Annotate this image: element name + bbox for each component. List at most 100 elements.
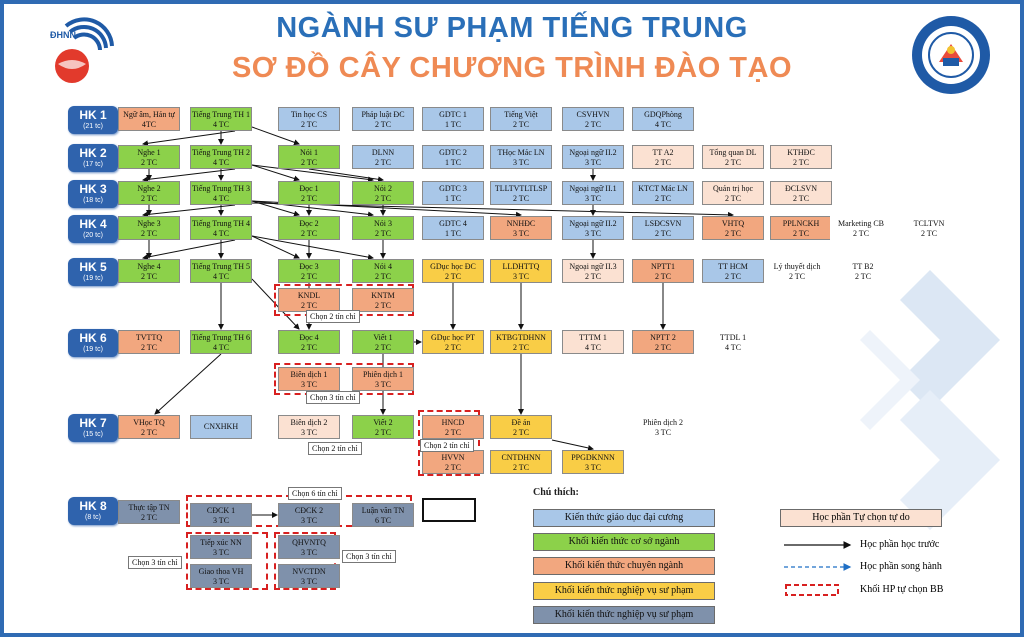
course-name: Ngoại ngữ II.1 [569, 184, 617, 193]
course-name: Nói 1 [300, 148, 318, 157]
course-credits: 4 TC [212, 272, 230, 281]
course-name: Đề án [511, 418, 531, 427]
legend-item-4: Khối kiến thức nghiệp vụ sư phạm [533, 582, 715, 600]
arrow-tt1-nghe1 [142, 130, 236, 147]
course-credits: 3 TC [584, 158, 602, 167]
course-credits: 4 TC [212, 120, 230, 129]
course-credits: 3 TC [212, 577, 230, 586]
course-credits: 2 TC [374, 343, 392, 352]
course-credits: 2 TC [140, 513, 158, 522]
course-name: PPLNCKH [782, 219, 820, 228]
course-name: Pháp luật ĐC [361, 110, 405, 119]
legend-item-5: Khối kiến thức nghiệp vụ sư phạm [533, 606, 715, 624]
course-credits: 3 TC [654, 428, 672, 437]
course-name: Đọc 4 [299, 333, 319, 342]
course-credits: 2 TC [300, 120, 318, 129]
legend-parallel: Học phần song hành [780, 560, 970, 574]
semester-credits: (19 tc) [83, 346, 103, 353]
course-name: GDTC 1 [439, 110, 467, 119]
course-credits: 2 TC [792, 229, 810, 238]
course-name: Đọc 2 [299, 219, 319, 228]
semester-label: HK 1 [79, 108, 107, 122]
course-credits: 3 TC [300, 577, 318, 586]
course-name: Giao thoa VH [198, 567, 244, 576]
course-credits: 2 TC [140, 194, 158, 203]
course-credits: 2 TC [920, 229, 938, 238]
course-credits: 2 TC [374, 428, 392, 437]
course-credits: 2 TC [654, 272, 672, 281]
course-name: Marketing CB [838, 219, 884, 228]
course-credits: 2 TC [140, 343, 158, 352]
course-name: KNTM [371, 291, 395, 300]
course-credits: 2 TC [374, 229, 392, 238]
course-name: Tiếng Trung TH 5 [191, 262, 251, 271]
course-credits: 2 TC [300, 301, 318, 310]
elective-label-sel_hncd: Chọn 2 tín chỉ [420, 439, 474, 452]
course-credits: 2 TC [300, 194, 318, 203]
arrow-tt1-noi1 [251, 126, 300, 146]
course-name: Thực tập TN [128, 503, 170, 512]
course-name: Biên dịch 1 [290, 370, 328, 379]
course-name: NNHĐC [506, 219, 536, 228]
course-name: GDTC 2 [439, 148, 467, 157]
course-name: Ngoại ngữ II.2 [569, 219, 617, 228]
course-credits: 1 TC [444, 158, 462, 167]
course-credits: 1 TC [444, 120, 462, 129]
course-name: CĐCK 2 [294, 506, 324, 515]
arrow-tt2-nghe2 [142, 168, 236, 183]
course-name: GDQPhòng [644, 110, 682, 119]
course-credits: 2 TC [374, 272, 392, 281]
course-credits: 4TC [141, 120, 157, 129]
legend-parallel-label: Học phần song hành [860, 561, 942, 572]
course-credits: 3 TC [374, 380, 392, 389]
elective-label-sel_cdck: Chọn 6 tín chỉ [288, 487, 342, 500]
course-credits: 2 TC [654, 343, 672, 352]
course-credits: 2 TC [300, 158, 318, 167]
semester-badge-8: HK 8(8 tc) [68, 497, 118, 525]
semester-credits: (8 tc) [85, 514, 101, 521]
semester-badge-5: HK 5(19 tc) [68, 258, 118, 286]
course-name: Viết 2 [373, 418, 393, 427]
course-name: Phiên dịch 2 [643, 418, 683, 427]
semester-label: HK 5 [79, 260, 107, 274]
course-cnxhkh: CNXHKH [190, 415, 252, 439]
semester-badge-7: HK 7(15 tc) [68, 414, 118, 442]
elective-label-sel_qhvn: Chọn 3 tín chỉ [342, 550, 396, 563]
course-credits: 3 TC [300, 516, 318, 525]
semester-credits: (17 tc) [83, 161, 103, 168]
page-subtitle: SƠ ĐỒ CÂY CHƯƠNG TRÌNH ĐÀO TẠO [231, 52, 793, 84]
course-credits: 2 TC [584, 120, 602, 129]
elective-label-sel_bd1: Chọn 3 tín chỉ [306, 391, 360, 404]
course-name: PPGDKNNN [571, 453, 615, 462]
course-name: Tin học CS [290, 110, 328, 119]
semester-label: HK 4 [79, 217, 107, 231]
elective-group-sel_tiepxuc [186, 532, 268, 590]
course-name: Tiếng Trung TH 4 [191, 219, 251, 228]
course-name: TT HCM [718, 262, 748, 271]
course-name: TT A2 [652, 148, 674, 157]
course-name: HNCD [441, 418, 465, 427]
elective-group-sel_qhvn [274, 532, 336, 590]
solid-arrow-icon [784, 541, 852, 549]
